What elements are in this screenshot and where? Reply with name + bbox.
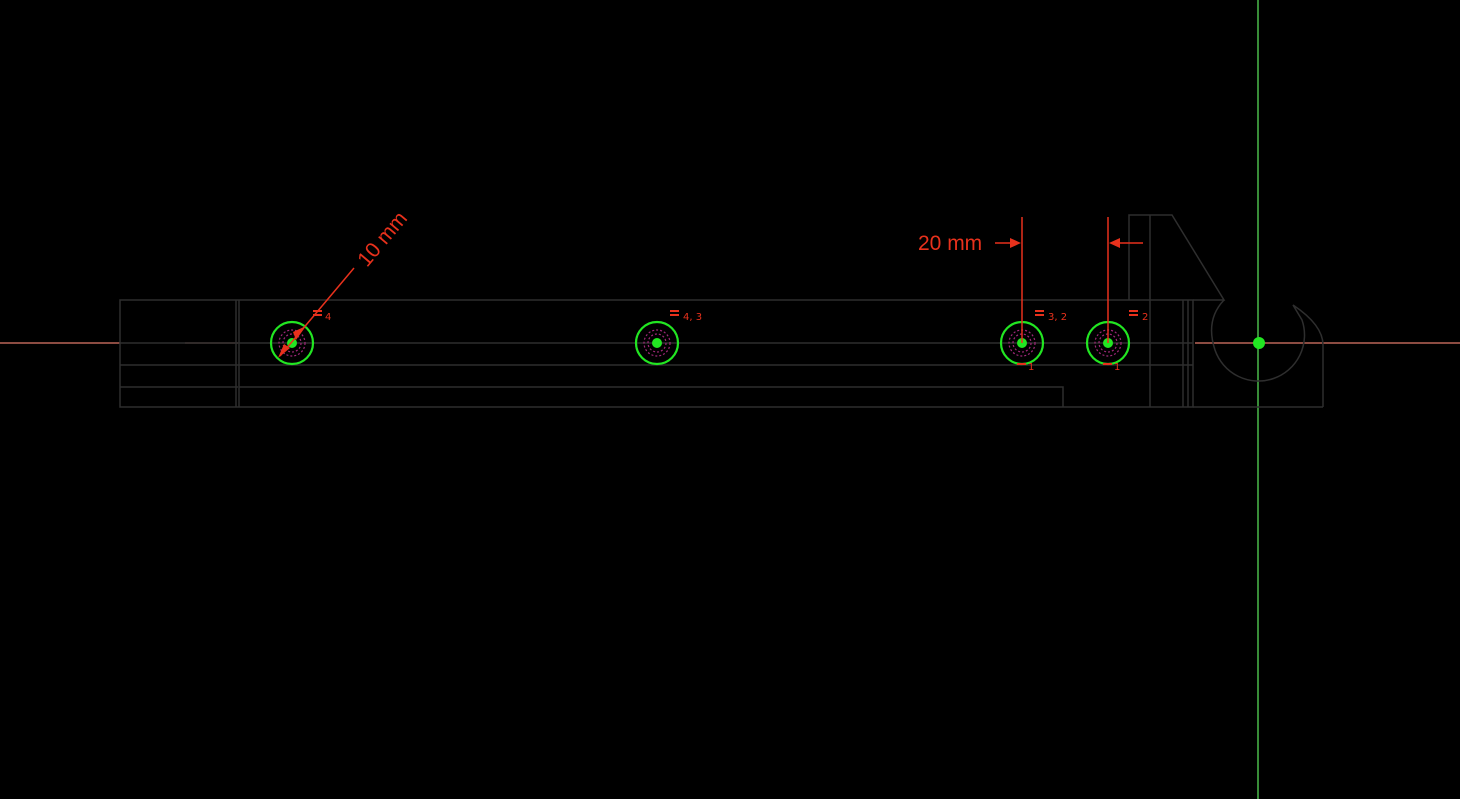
equal-constraint-icon[interactable] — [1129, 310, 1138, 312]
radius-arrow-head — [293, 326, 306, 340]
equal-constraint-icon[interactable] — [670, 310, 679, 312]
distance-dimension-label[interactable]: 20 mm — [918, 232, 982, 255]
equal-constraint-hole-3[interactable]: 3, 2 — [1035, 310, 1067, 323]
horizontal-constraint-icon[interactable] — [1017, 363, 1026, 365]
horizontal-constraint-hole-4[interactable]: 1 — [1103, 362, 1120, 373]
distance-arrow-right — [1109, 238, 1120, 248]
hole-inner-circle[interactable] — [1098, 333, 1118, 353]
equal-constraint-icon-bar — [670, 314, 679, 316]
radius-dimension[interactable]: 10 mm — [278, 207, 412, 358]
equal-constraint-icon-bar — [1129, 314, 1138, 316]
hole-inner-circle[interactable] — [647, 333, 667, 353]
equal-constraint-hole-2[interactable]: 4, 3 — [670, 310, 702, 323]
hole-outer-circle[interactable] — [269, 320, 315, 366]
equal-constraint-hole-1[interactable]: 4 — [313, 310, 331, 323]
equal-constraint-index: 4 — [325, 312, 331, 323]
distance-dimension[interactable]: 20 mm — [918, 217, 1143, 343]
sketch-geometry[interactable] — [119, 214, 1324, 408]
radius-arrow-tail — [278, 344, 290, 358]
equal-constraint-index: 3, 2 — [1048, 312, 1067, 323]
equal-constraint-icon-bar — [1035, 314, 1044, 316]
horizontal-constraint-index: 1 — [1028, 362, 1034, 373]
hole-1[interactable] — [269, 320, 315, 366]
hole-outer-circle[interactable] — [634, 320, 680, 366]
equal-constraint-hole-4[interactable]: 2 — [1129, 310, 1148, 323]
hook-arc[interactable] — [1210, 299, 1324, 382]
hole-inner-circle[interactable] — [282, 333, 302, 353]
distance-arrow-left — [1010, 238, 1021, 248]
equal-constraint-icon-bar — [313, 314, 322, 316]
origin-point-icon[interactable] — [1253, 337, 1265, 349]
equal-constraint-index: 4, 3 — [683, 312, 702, 323]
slot-outline[interactable] — [239, 386, 1064, 407]
hole-construction-circle — [278, 329, 306, 357]
hole-center[interactable] — [652, 338, 662, 348]
hole-2[interactable] — [634, 320, 680, 366]
equal-constraint-icon[interactable] — [1035, 310, 1044, 312]
radius-dimension-label[interactable]: 10 mm — [353, 207, 412, 271]
hole-construction-circle — [643, 329, 671, 357]
tab-outline[interactable] — [1128, 214, 1226, 301]
equal-constraint-index: 2 — [1142, 312, 1148, 323]
horizontal-constraint-hole-3[interactable]: 1 — [1017, 362, 1034, 373]
hole-inner-circle[interactable] — [1012, 333, 1032, 353]
outer-frame[interactable] — [119, 299, 1194, 408]
horizontal-constraint-index: 1 — [1114, 362, 1120, 373]
horizontal-constraint-icon[interactable] — [1103, 363, 1112, 365]
equal-constraint-icon[interactable] — [313, 310, 322, 312]
